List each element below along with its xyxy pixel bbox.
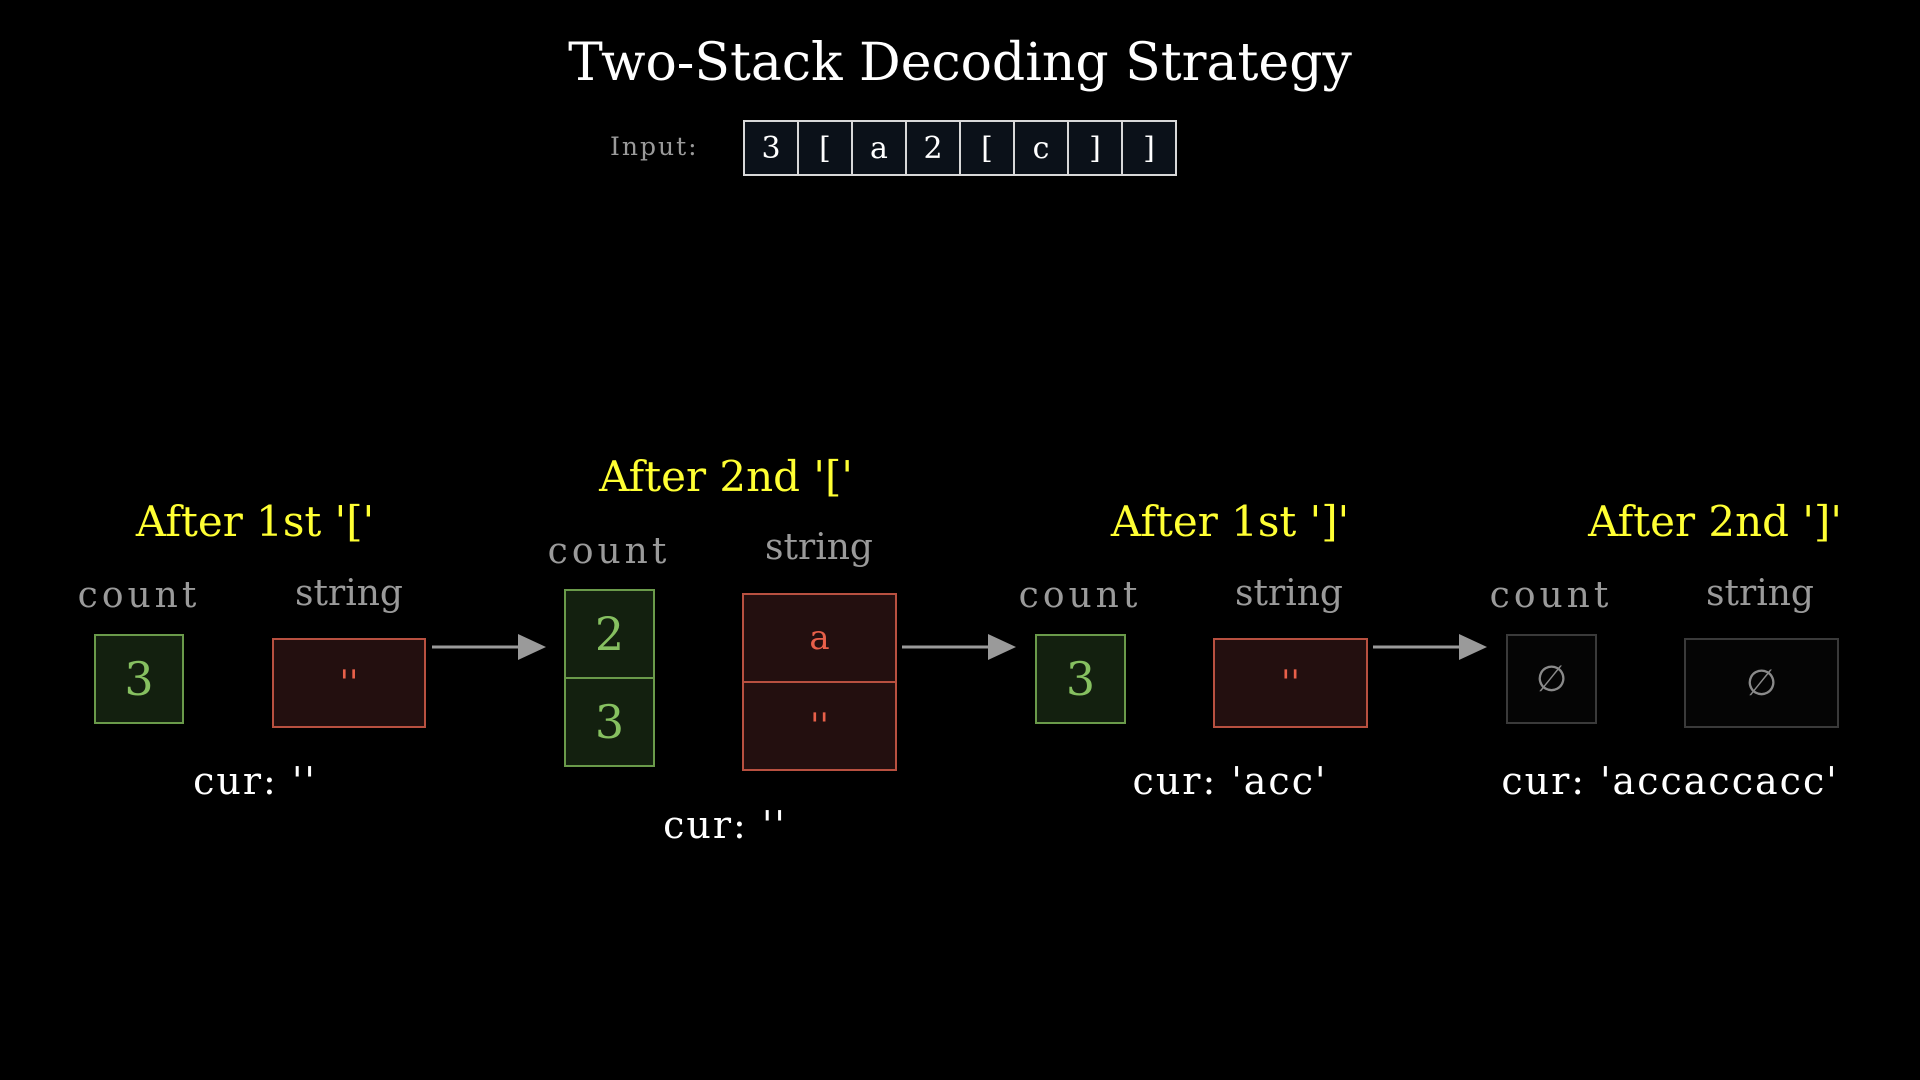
panel-3-string-label: string [1235,573,1343,614]
panel-1-count-item: 3 [94,634,184,724]
panel-2-string-item: a [742,593,897,683]
panel-4-string-label: string [1706,573,1814,614]
input-char: c [1015,122,1069,174]
input-char: [ [799,122,853,174]
panel-3-cur: cur: 'acc' [1132,759,1328,803]
panel-3-count-item: 3 [1035,634,1126,724]
panel-2-cur: cur: '' [663,803,787,847]
panel-2-string-label: string [765,527,873,568]
panel-3-string-item: '' [1213,638,1368,728]
input-char: 3 [745,122,799,174]
panel-4-count-empty: ∅ [1506,634,1597,724]
panel-4-count-label: count [1489,575,1613,616]
panel-2-count-item: 2 [564,589,655,679]
panel-1-string-item: '' [272,638,426,728]
input-string: 3 [ a 2 [ c ] ] [743,120,1177,176]
panel-4-string-empty: ∅ [1684,638,1839,728]
panel-1-cur: cur: '' [193,759,317,803]
panel-1-heading: After 1st '[' [135,497,375,546]
panel-1-count-label: count [77,575,201,616]
diagram-title: Two-Stack Decoding Strategy [568,33,1352,93]
panel-2-string-item: '' [742,681,897,771]
panel-3-count-label: count [1018,575,1142,616]
input-char: ] [1069,122,1123,174]
input-char: a [853,122,907,174]
panel-2-heading: After 2nd '[' [599,452,853,501]
panel-2-count-item: 3 [564,677,655,767]
panel-3-heading: After 1st ']' [1110,497,1350,546]
panel-2-count-label: count [547,531,671,572]
arrow-icon [432,634,546,660]
arrow-icon [902,634,1016,660]
arrow-icon [1373,634,1487,660]
panel-1-string-label: string [295,573,403,614]
panel-4-heading: After 2nd ']' [1588,497,1842,546]
input-char: ] [1143,130,1155,166]
input-char: [ [961,122,1015,174]
input-char: 2 [907,122,961,174]
panel-4-cur: cur: 'accaccacc' [1501,759,1839,803]
input-label: Input: [610,132,699,161]
